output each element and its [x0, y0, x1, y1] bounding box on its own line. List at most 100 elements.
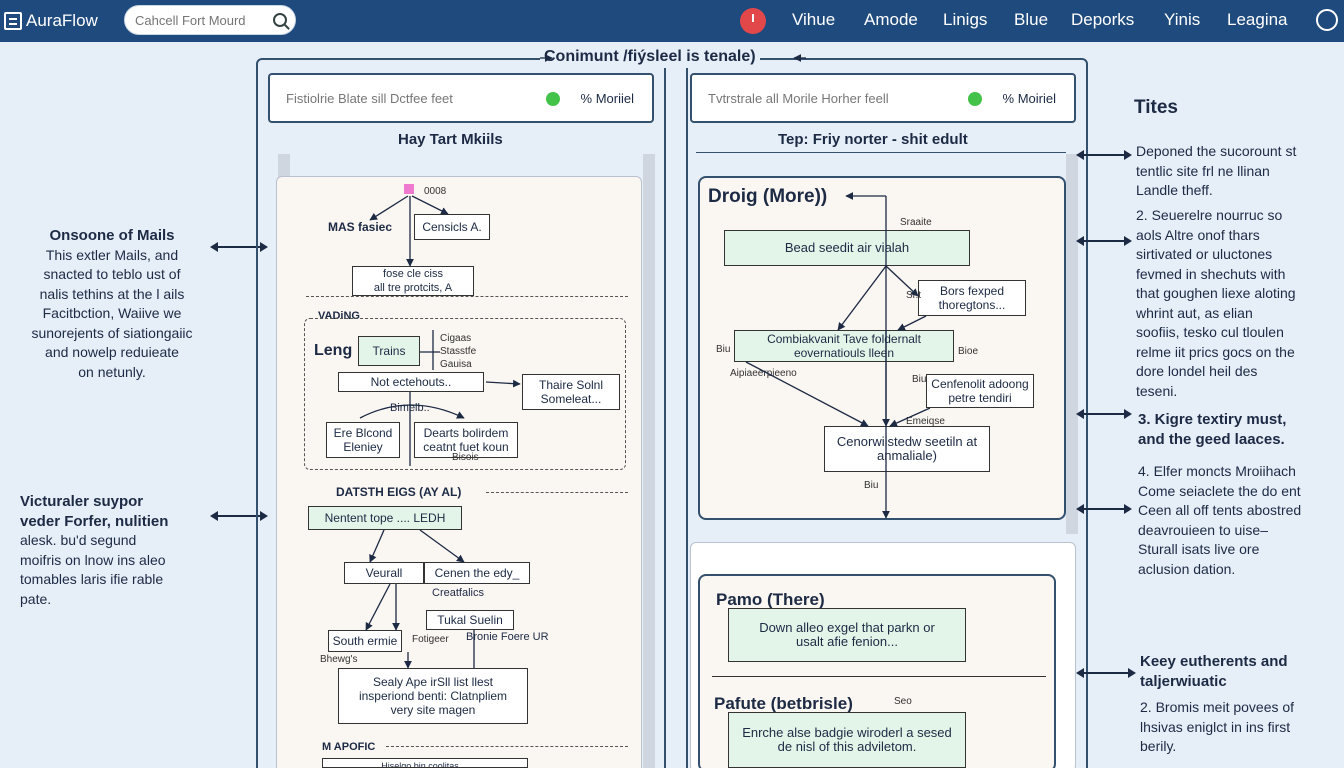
diagram-label: Fotigeer: [412, 634, 449, 645]
left-note-1-heading: Onsoone of Mails: [49, 227, 175, 244]
diagram-node-line: fose cle ciss: [383, 268, 443, 280]
left-note-1-line: and nowelp reduieate: [45, 344, 179, 360]
right-note-line: 3. Kigre textiry must,: [1138, 411, 1287, 428]
right-panel-title: Tep: Friy norter - shit edult: [778, 131, 968, 148]
right-note-line: that goughen liexe aloting: [1136, 285, 1296, 301]
header-rule: [696, 152, 1066, 153]
diagram-label: Bimelb..: [390, 402, 430, 414]
diagram-node[interactable]: South ermie: [328, 630, 402, 652]
section-label: DATSTH EIGS (AY AL): [336, 485, 462, 499]
nav-item-4[interactable]: Blue: [1014, 10, 1049, 29]
diagram-label: Bioe: [958, 346, 979, 357]
right-arrow-5: [1076, 668, 1136, 678]
search-box[interactable]: [124, 5, 296, 35]
left-note-1-line: This extler Mails, and: [45, 246, 179, 263]
diagram-node[interactable]: Veurall: [344, 562, 424, 584]
nav-item-5[interactable]: Deporks: [1071, 10, 1135, 29]
search-input[interactable]: [135, 12, 265, 28]
left-note-2: Victuraler suypor veder Forfer, nulitien…: [20, 492, 210, 609]
right-note-line: Ceen all off tents abostred: [1138, 502, 1302, 518]
diagram-label: Bhewg's: [320, 654, 358, 665]
diagram-node[interactable]: Ere Blcond Eleniey: [326, 422, 400, 458]
timer-icon[interactable]: [740, 8, 766, 34]
diagram-node[interactable]: Cenfenolit adoong petre tendiri: [926, 374, 1034, 408]
diagram-label: Seo: [894, 696, 912, 707]
left-arrow-2: [210, 511, 268, 521]
right-arrow-2: [1076, 236, 1132, 246]
right-note-line: sirtivated or uluctones: [1136, 246, 1273, 262]
right-note-line: 2. Bromis meit povees of: [1140, 699, 1295, 715]
diagram-label: Stasstfe: [440, 346, 477, 357]
diagram-node[interactable]: Trains: [358, 336, 420, 366]
nav-item-1[interactable]: Vihue: [792, 10, 836, 29]
diagram-node[interactable]: Combiakvanit Tave foldernalt eovernatiou…: [734, 330, 954, 362]
diagram-node[interactable]: fose cle ciss all tre protcits, A: [352, 266, 474, 296]
diagram-node[interactable]: Hiselgo bin coolitas....: [322, 758, 528, 768]
diagram-label: Gauisa: [440, 359, 472, 370]
left-panel-header[interactable]: Fistiolrie Blate sill Dctfee feet % Mori…: [268, 73, 654, 123]
diagram-label: 0008: [424, 186, 447, 197]
left-mode-toggle[interactable]: % Moriiel: [580, 91, 634, 106]
diagram-label: Biu: [864, 480, 879, 491]
diagram-node[interactable]: Sealy Ape irSll list llest insperiond be…: [338, 668, 528, 724]
left-scrollbar-right[interactable]: [643, 154, 655, 768]
right-mode-toggle[interactable]: % Moiriel: [1002, 91, 1056, 106]
diagram-node[interactable]: Down alleo exgel that parkn or usalt afi…: [728, 608, 966, 662]
left-note-2-line: pate.: [20, 590, 52, 607]
right-note-line: fevmed in shechuts with: [1136, 265, 1286, 282]
diagram-label: Sr.t: [906, 290, 922, 301]
left-note-2-line: moifris on lnow ins aleo: [20, 551, 166, 568]
right-arrow-3: [1076, 409, 1132, 419]
left-note-2-line: tomables laris ifie rable: [20, 571, 164, 587]
left-note-1: Onsoone of Mails This extler Mails, and …: [14, 226, 210, 382]
right-panel-header[interactable]: Tvtrstrale all Morile Horher feell % Moi…: [690, 73, 1076, 123]
nav-item-2[interactable]: Amode: [864, 10, 918, 29]
diagram-node[interactable]: Cenen the edy_: [424, 562, 530, 584]
right-note-line: Landle theff.: [1136, 182, 1213, 198]
diagram-label: Bronie Foere UR: [466, 631, 549, 643]
right-scrollbar[interactable]: [1066, 154, 1078, 534]
diagram-node[interactable]: Cenorwiistedw seetiln at anmaliale): [824, 426, 990, 472]
right-panel-header-text: Tvtrstrale all Morile Horher feell: [708, 91, 889, 106]
user-circle-icon[interactable]: [1316, 9, 1338, 31]
right-note-line: 2. Seuerelre nourruc so: [1136, 207, 1283, 223]
diagram-node[interactable]: Bors fexped thoregtons...: [918, 280, 1026, 316]
nav-item-7[interactable]: Leagina: [1227, 10, 1288, 29]
left-note-1-line: nalis tethins at the l ails: [39, 285, 185, 302]
diagram-node[interactable]: Censicls A.: [414, 214, 490, 240]
right-note-line: soofiis, tesko cul tloulen: [1136, 324, 1284, 340]
right-arrow-4: [1076, 504, 1132, 514]
diagram-label: Sraaite: [900, 217, 932, 228]
diagram-node-line: all tre protcits, A: [373, 282, 453, 294]
right-note-line: taljerwiuatic: [1140, 672, 1227, 690]
nav-item-6[interactable]: Yinis: [1164, 10, 1201, 29]
diagram-label: Biu: [716, 344, 731, 355]
nav-item-3[interactable]: Linigs: [943, 10, 988, 29]
status-dot-icon: [968, 92, 982, 106]
right-note-2: 2. Seuerelre nourruc so aols Altre onof …: [1136, 206, 1336, 401]
diagram-node[interactable]: Nentent tope .... LEDH: [308, 506, 462, 530]
left-note-2-line: veder Forfer, nulitien: [20, 512, 169, 530]
left-note-1-line: on netunly.: [78, 363, 146, 380]
diagram-label: Bisois: [452, 452, 479, 463]
diagram-node[interactable]: Tukal Suelin: [426, 610, 514, 630]
diagram-node[interactable]: Not ectehouts..: [338, 372, 484, 392]
right-note-line: whrint aut, as elian: [1136, 304, 1253, 321]
marker-icon: [404, 184, 414, 194]
diagram-node[interactable]: Bead seedit air vialah: [724, 230, 970, 266]
diagram-node[interactable]: Enrche alse badgie wiroderl a sesed de n…: [728, 712, 966, 768]
panel-divider[interactable]: [664, 58, 688, 768]
search-icon[interactable]: [273, 13, 287, 27]
right-note-line: aols Altre onof thars: [1136, 226, 1260, 243]
left-panel-title: Hay Tart Mkiils: [398, 131, 503, 148]
right-notes-title: Tites: [1134, 97, 1179, 118]
diagram-node[interactable]: Dearts bolirdem ceatnt fuet koun: [414, 422, 518, 458]
document-icon: [4, 12, 22, 30]
left-panel-header-text: Fistiolrie Blate sill Dctfee feet: [286, 91, 453, 106]
diagram-node[interactable]: Thaire Solnl Someleat...: [522, 374, 620, 410]
section-divider: [306, 296, 628, 297]
left-arrow-1: [210, 242, 268, 252]
app-logo[interactable]: AuraFlow: [4, 11, 98, 31]
left-note-2-line: alesk. bu'd segund: [20, 532, 137, 548]
top-bar: AuraFlow Vihue Amode Linigs Blue Deporks…: [0, 0, 1344, 42]
